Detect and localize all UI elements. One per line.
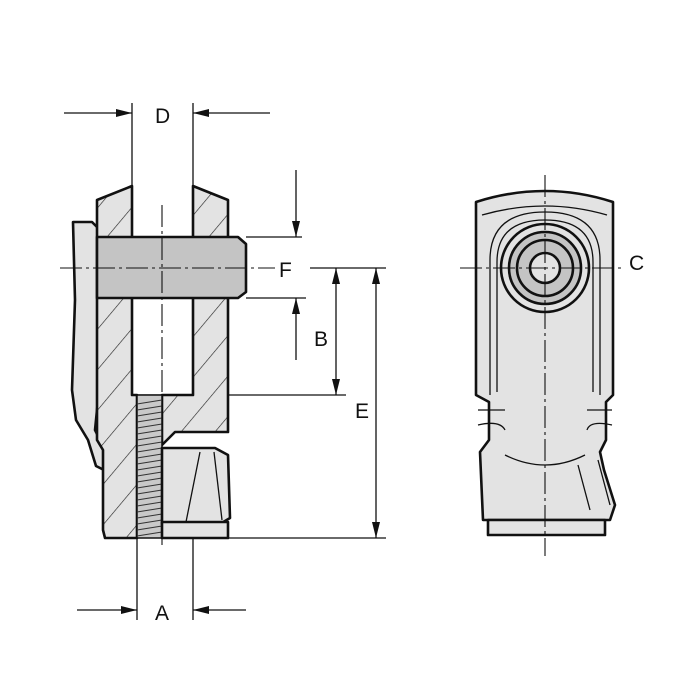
label-a: A: [155, 602, 169, 625]
thread-line: [136, 411, 163, 417]
thread-line: [136, 507, 163, 513]
label-f: F: [279, 259, 292, 282]
thread-line: [136, 465, 163, 471]
thread-line: [136, 525, 163, 531]
nut-collar: [160, 520, 230, 540]
thread: (function(){var g=document.currentScript…: [136, 394, 163, 539]
thread-line: [136, 531, 163, 537]
thread-line: [136, 459, 163, 465]
thread-line: [136, 495, 163, 501]
nut-edge: [185, 451, 223, 523]
thread-line: [136, 471, 163, 477]
thread-line: [136, 477, 163, 483]
side-section-view: (function(){var g=document.currentScript…: [60, 184, 275, 545]
label-c: C: [629, 252, 644, 275]
thread-line: [136, 441, 163, 447]
thread-line: [136, 399, 163, 405]
thread-line: [136, 483, 163, 489]
thread-line: [136, 447, 163, 453]
thread-line: [136, 417, 163, 423]
front-view: [460, 175, 625, 556]
label-b: B: [314, 328, 328, 351]
dimension-lines: [64, 103, 386, 620]
label-d: D: [155, 105, 170, 128]
thread-line: [136, 429, 163, 435]
lock-nut: [160, 446, 232, 526]
thread-line: [136, 501, 163, 507]
clevis-body-right: [160, 184, 230, 447]
thread-line: [136, 489, 163, 495]
thread-line: [136, 423, 163, 429]
thread-line: [136, 519, 163, 525]
thread-line: [136, 453, 163, 459]
front-collar: [486, 518, 607, 537]
thread-line: [136, 513, 163, 519]
thread-line: [136, 435, 163, 441]
thread-line: [136, 405, 163, 411]
label-e: E: [355, 400, 369, 423]
